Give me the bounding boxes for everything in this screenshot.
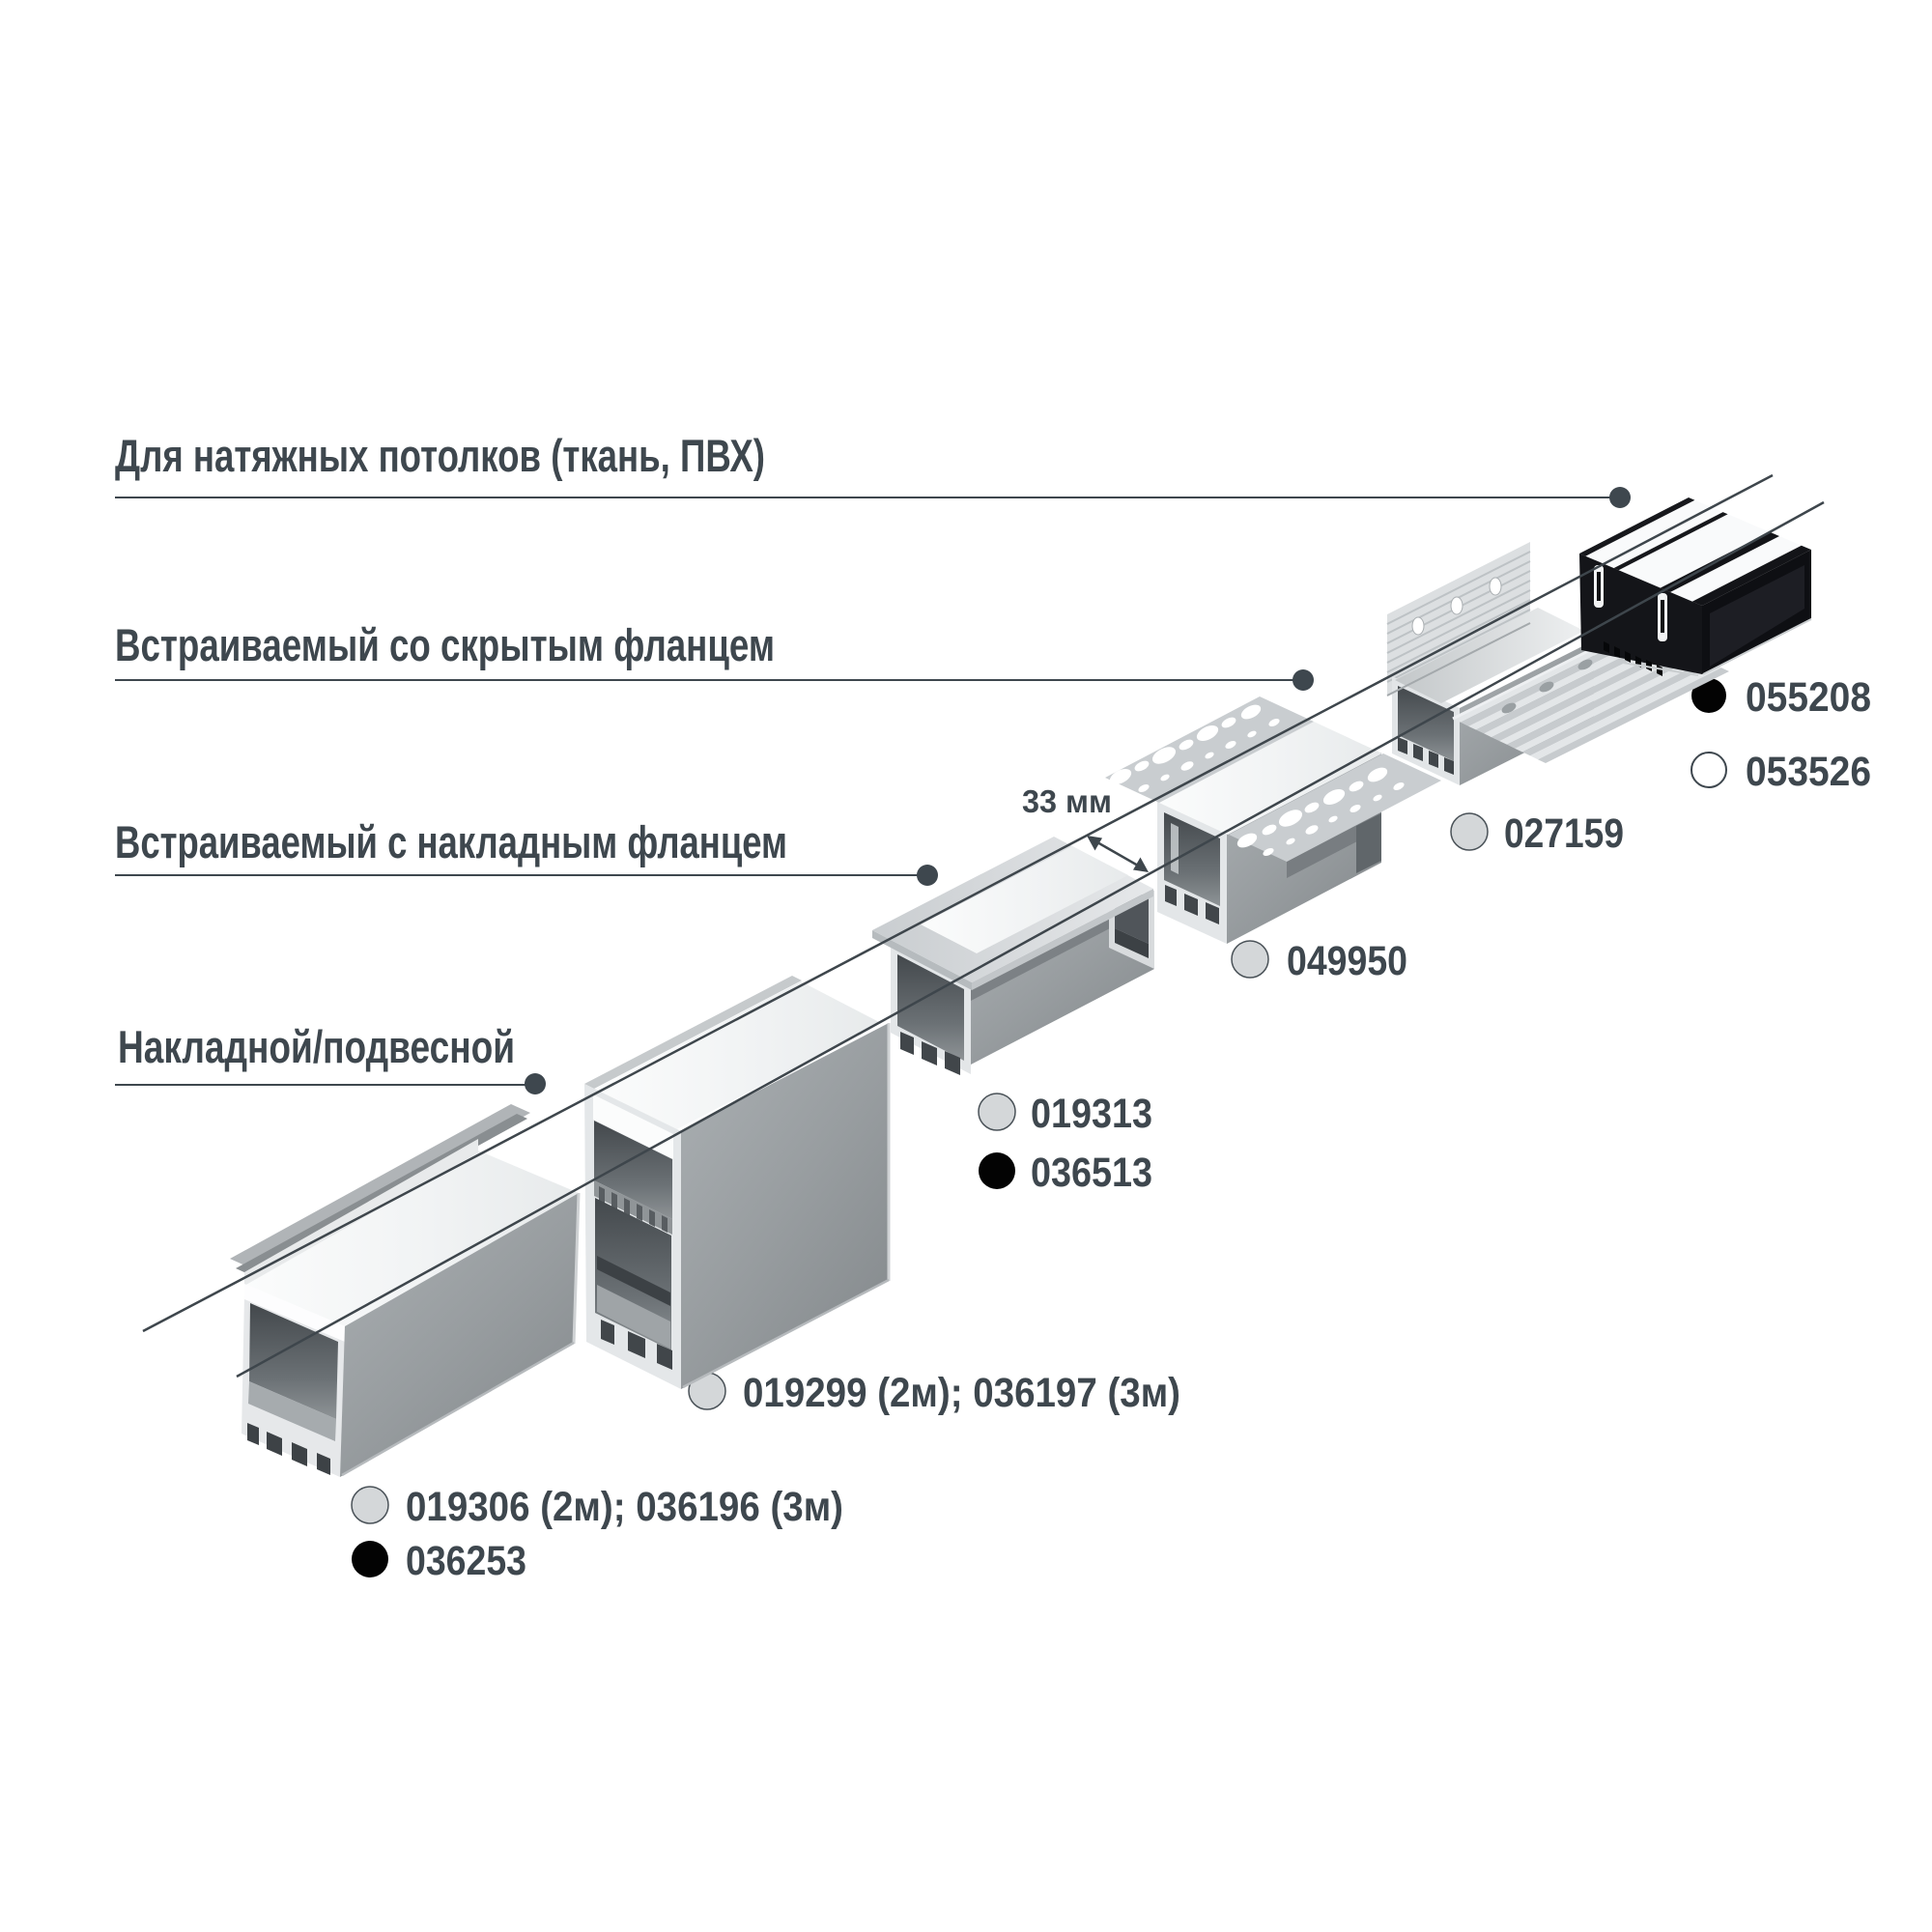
svg-text:Встраиваемый со скрытым фланце: Встраиваемый со скрытым фланцем — [115, 619, 775, 670]
svg-text:036513: 036513 — [1031, 1150, 1152, 1196]
svg-text:049950: 049950 — [1287, 938, 1407, 984]
svg-text:Для натяжных потолков (ткань,: Для натяжных потолков (ткань, ПВХ) — [115, 430, 765, 481]
svg-text:055208: 055208 — [1746, 674, 1871, 721]
svg-text:019313: 019313 — [1031, 1091, 1152, 1137]
svg-text:019306 (2м); 036196 (3м): 019306 (2м); 036196 (3м) — [406, 1484, 843, 1530]
svg-text:053526: 053526 — [1746, 749, 1871, 795]
svg-text:027159: 027159 — [1504, 810, 1624, 857]
svg-text:019299 (2м); 036197 (3м): 019299 (2м); 036197 (3м) — [743, 1370, 1180, 1416]
svg-text:Накладной/подвесной: Накладной/подвесной — [118, 1021, 515, 1072]
svg-text:036253: 036253 — [406, 1538, 526, 1584]
svg-text:Встраиваемый с накладным фланц: Встраиваемый с накладным фланцем — [115, 816, 787, 867]
svg-text:33 мм: 33 мм — [1022, 783, 1112, 819]
